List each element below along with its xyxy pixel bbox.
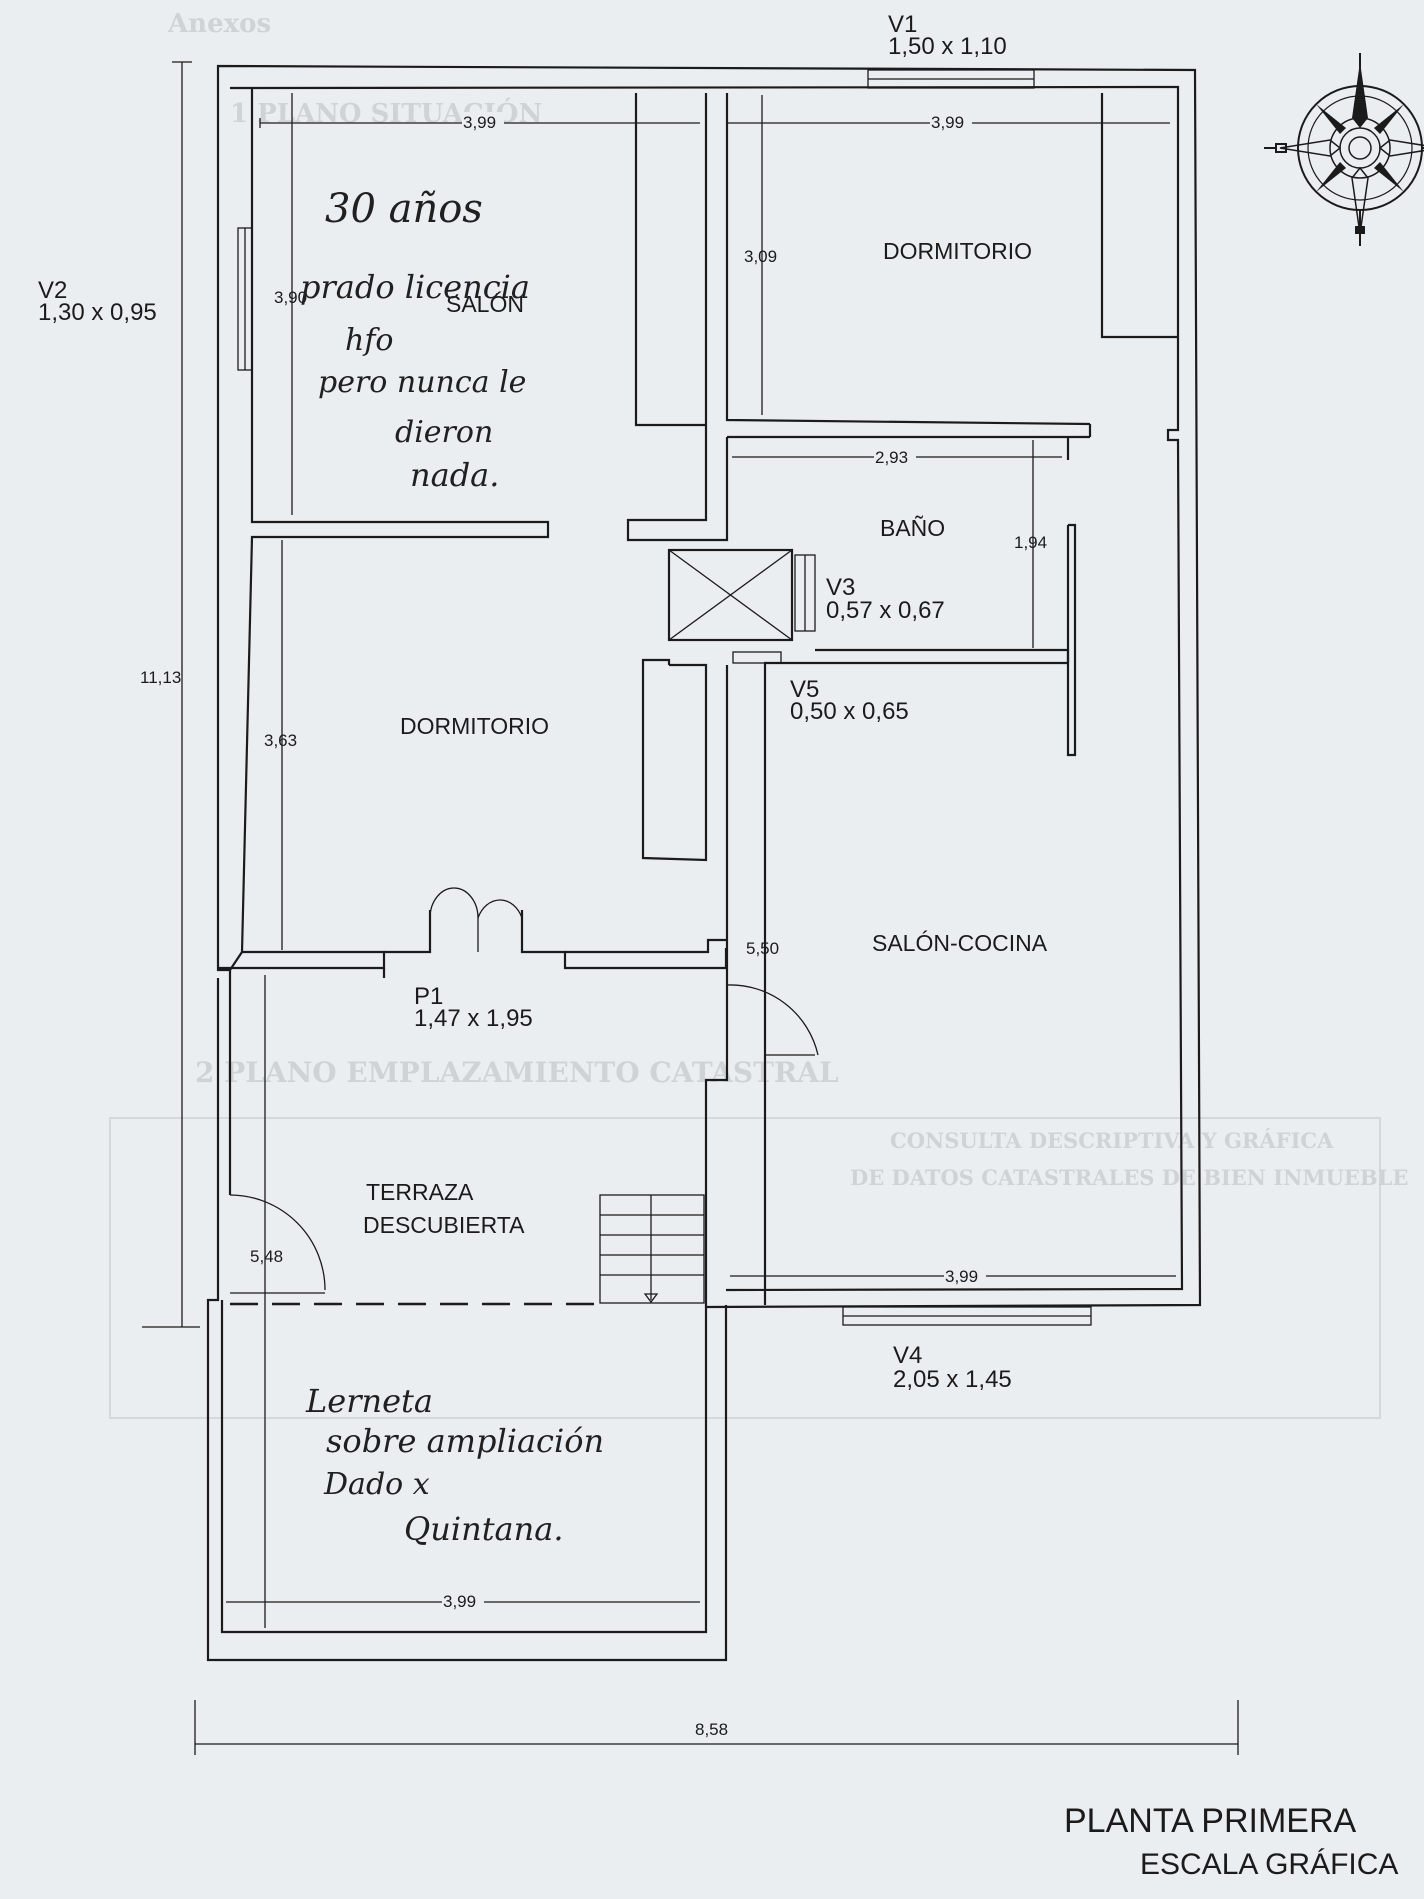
v4-name: V4 (893, 1342, 922, 1369)
p1-size: 1,47 x 1,95 (414, 1005, 533, 1032)
faint-box-title-1: CONSULTA DESCRIPTIVA Y GRÁFICA (890, 1128, 1334, 1153)
svg-text:Lerneta: Lerneta (305, 1382, 433, 1420)
v2-name: V2 (38, 277, 67, 304)
dim-overall-width: 8,58 (695, 1720, 728, 1739)
faint-header: Anexos (167, 9, 271, 39)
dim-cocina-width: 3,99 (945, 1267, 978, 1286)
dim-salon-width: 3,99 (463, 113, 496, 132)
opening-labels: V1 1,50 x 1,10 V2 1,30 x 0,95 V3 0,57 x … (38, 11, 1012, 1393)
room-labels: SALÓN DORMITORIO BAÑO DORMITORIO SALÓN-C… (363, 238, 1048, 1238)
v1-size: 1,50 x 1,10 (888, 33, 1007, 60)
dim-bano-width: 2,93 (875, 448, 908, 467)
dim-overall-height: 11,13 (140, 668, 181, 687)
plan-subtitle: ESCALA GRÁFICA (1140, 1848, 1398, 1881)
room-dormitorio-left: DORMITORIO (400, 713, 549, 739)
svg-text:nada.: nada. (410, 456, 499, 494)
dim-terraza-height: 5,48 (250, 1247, 283, 1266)
plan-footer: PLANTA PRIMERA ESCALA GRÁFICA (1064, 1802, 1398, 1881)
faint-background-text: Anexos 1 PLANO SITUACIÓN 2 PLANO EMPLAZA… (109, 9, 1408, 1419)
dim-terraza-width: 3,99 (443, 1592, 476, 1611)
dim-dorm-left-height: 3,63 (264, 731, 297, 750)
v1-name: V1 (888, 11, 917, 38)
faint-box-title-2: DE DATOS CATASTRALES DE BIEN INMUEBLE (850, 1165, 1408, 1190)
handwritten-note-1: 30 años prado licencia hfo pero nunca le… (300, 186, 530, 494)
room-salon-cocina: SALÓN-COCINA (872, 930, 1048, 956)
dimension-lines (142, 61, 1239, 1755)
v3-size: 0,57 x 0,67 (826, 597, 945, 624)
v4-size: 2,05 x 1,45 (893, 1366, 1012, 1393)
svg-text:dieron: dieron (395, 415, 493, 450)
svg-text:sobre ampliación: sobre ampliación (326, 1422, 604, 1460)
compass-rose-icon (1264, 53, 1424, 246)
p1-name: P1 (414, 983, 443, 1010)
room-terraza-line1: TERRAZA (366, 1179, 474, 1205)
v2-size: 1,30 x 0,95 (38, 299, 157, 326)
dimension-labels: 3,99 3,99 3,90 3,09 2,93 1,94 11,13 3,63… (140, 112, 1047, 1739)
dim-dorm-top-height: 3,09 (744, 247, 777, 266)
svg-text:prado licencia: prado licencia (300, 268, 530, 306)
v5-size: 0,50 x 0,65 (790, 698, 909, 725)
svg-text:Dado x: Dado x (323, 1467, 430, 1502)
dim-cocina-height: 5,50 (746, 939, 779, 958)
svg-text:pero nunca le: pero nunca le (318, 365, 526, 400)
room-salon: SALÓN (446, 291, 524, 317)
dim-salon-height: 3,90 (274, 288, 307, 307)
faint-section-2: 2 PLANO EMPLAZAMIENTO CATASTRAL (195, 1056, 839, 1089)
room-dormitorio-top: DORMITORIO (883, 238, 1032, 264)
svg-text:30 años: 30 años (325, 186, 483, 232)
dim-dorm-top-width: 3,99 (931, 113, 964, 132)
v3-name: V3 (826, 574, 855, 601)
handwritten-note-2: Lerneta sobre ampliación Dado x Quintana… (305, 1382, 604, 1548)
dim-bano-height: 1,94 (1014, 533, 1047, 552)
v5-name: V5 (790, 676, 819, 703)
room-bano: BAÑO (880, 515, 945, 541)
room-terraza-line2: DESCUBIERTA (363, 1212, 525, 1238)
svg-text:hfo: hfo (345, 323, 394, 358)
svg-text:Quintana.: Quintana. (404, 1510, 563, 1548)
plan-title: PLANTA PRIMERA (1064, 1802, 1357, 1840)
